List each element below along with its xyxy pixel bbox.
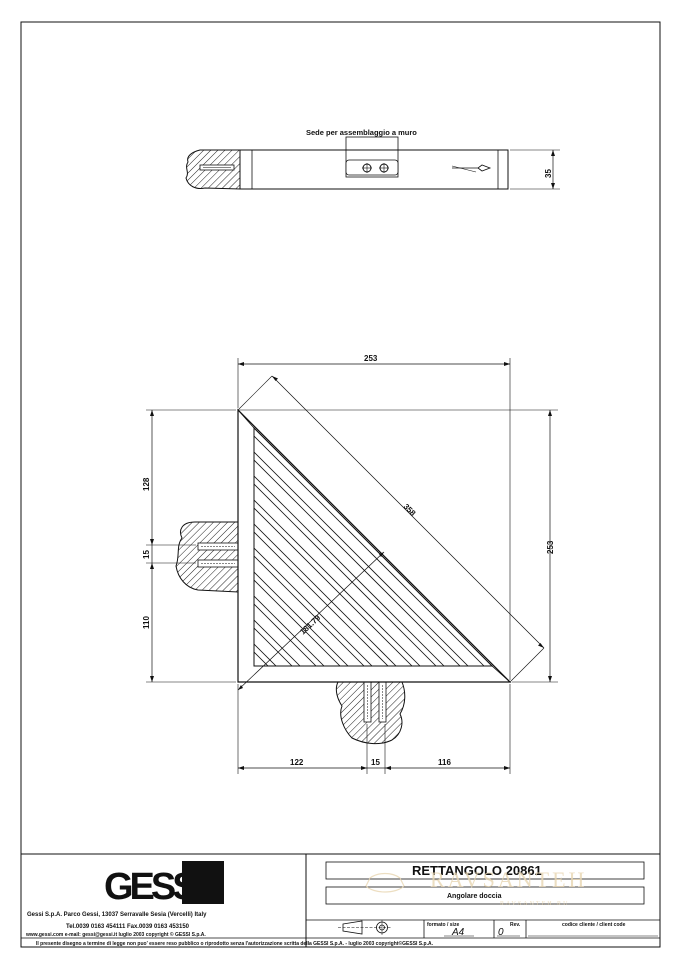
dim-line-diag-outer bbox=[271, 375, 545, 649]
shelf-outer-triangle bbox=[237, 408, 512, 683]
client-code-label: codice cliente / client code bbox=[562, 922, 626, 928]
format-label: formato / size bbox=[427, 922, 459, 928]
product-title-box bbox=[325, 861, 645, 880]
top-side-screw bbox=[452, 164, 492, 172]
plan-view: 253 253 358 181.79 128 15 110 bbox=[142, 354, 558, 774]
web-line: www.gessi.com e-mail: gessi@gessi.it lug… bbox=[25, 931, 206, 938]
watermark-text: RAVSANTEH bbox=[430, 867, 587, 892]
dim-bottom-left: 122 bbox=[290, 758, 304, 767]
bathtub-icon bbox=[365, 872, 405, 893]
legal-line: Il presente disegno a termine di legge n… bbox=[36, 940, 434, 947]
dim-bottom-right: 116 bbox=[438, 758, 451, 767]
dim-width-top: 253 bbox=[364, 354, 378, 363]
left-wall-section bbox=[175, 521, 239, 593]
watermark: RAVSANTEH RAVSANTEH.RU bbox=[365, 867, 587, 907]
assembly-seat bbox=[345, 159, 399, 176]
drawing-frame bbox=[20, 21, 661, 948]
top-view: Sede per assemblaggio a muro 35 bbox=[185, 128, 560, 190]
dim-left-mid: 15 bbox=[142, 550, 151, 559]
phone-line: Tel.0039 0163 454111 Fax.0039 0163 45315… bbox=[66, 924, 190, 930]
assembly-note: Sede per assemblaggio a muro bbox=[306, 128, 417, 137]
product-subtitle: Angolare doccia bbox=[447, 893, 502, 900]
dim-bottom-mid: 15 bbox=[371, 758, 380, 767]
product-subtitle-box bbox=[325, 886, 645, 905]
dim-height-right: 253 bbox=[546, 540, 555, 554]
product-title: RETTANGOLO 20861 bbox=[412, 863, 542, 878]
dim-thickness: 35 bbox=[544, 169, 553, 178]
shelf-inner-triangle bbox=[253, 426, 494, 667]
watermark-subtext: RAVSANTEH.RU bbox=[500, 901, 569, 907]
dim-left-upper: 128 bbox=[142, 477, 151, 491]
title-block: GESSI Gessi S.p.A. Parco Gessi, 13037 Se… bbox=[21, 853, 660, 947]
format-value: A4 bbox=[451, 927, 465, 938]
address-line: Gessi S.p.A. Parco Gessi, 13037 Serraval… bbox=[27, 912, 207, 918]
dim-diag-outer: 358 bbox=[402, 502, 418, 518]
projection-symbol-icon bbox=[338, 920, 392, 935]
gessi-logo: GESSI bbox=[104, 861, 224, 908]
shelf-slats bbox=[254, 435, 489, 666]
assembly-seat-outline bbox=[345, 136, 399, 178]
dim-line-diag-inner bbox=[237, 551, 385, 691]
rev-value: 0 bbox=[498, 927, 504, 938]
logo-black-square bbox=[182, 861, 224, 904]
dim-left-lower: 110 bbox=[142, 616, 151, 629]
rev-label: Rev. bbox=[510, 922, 521, 928]
